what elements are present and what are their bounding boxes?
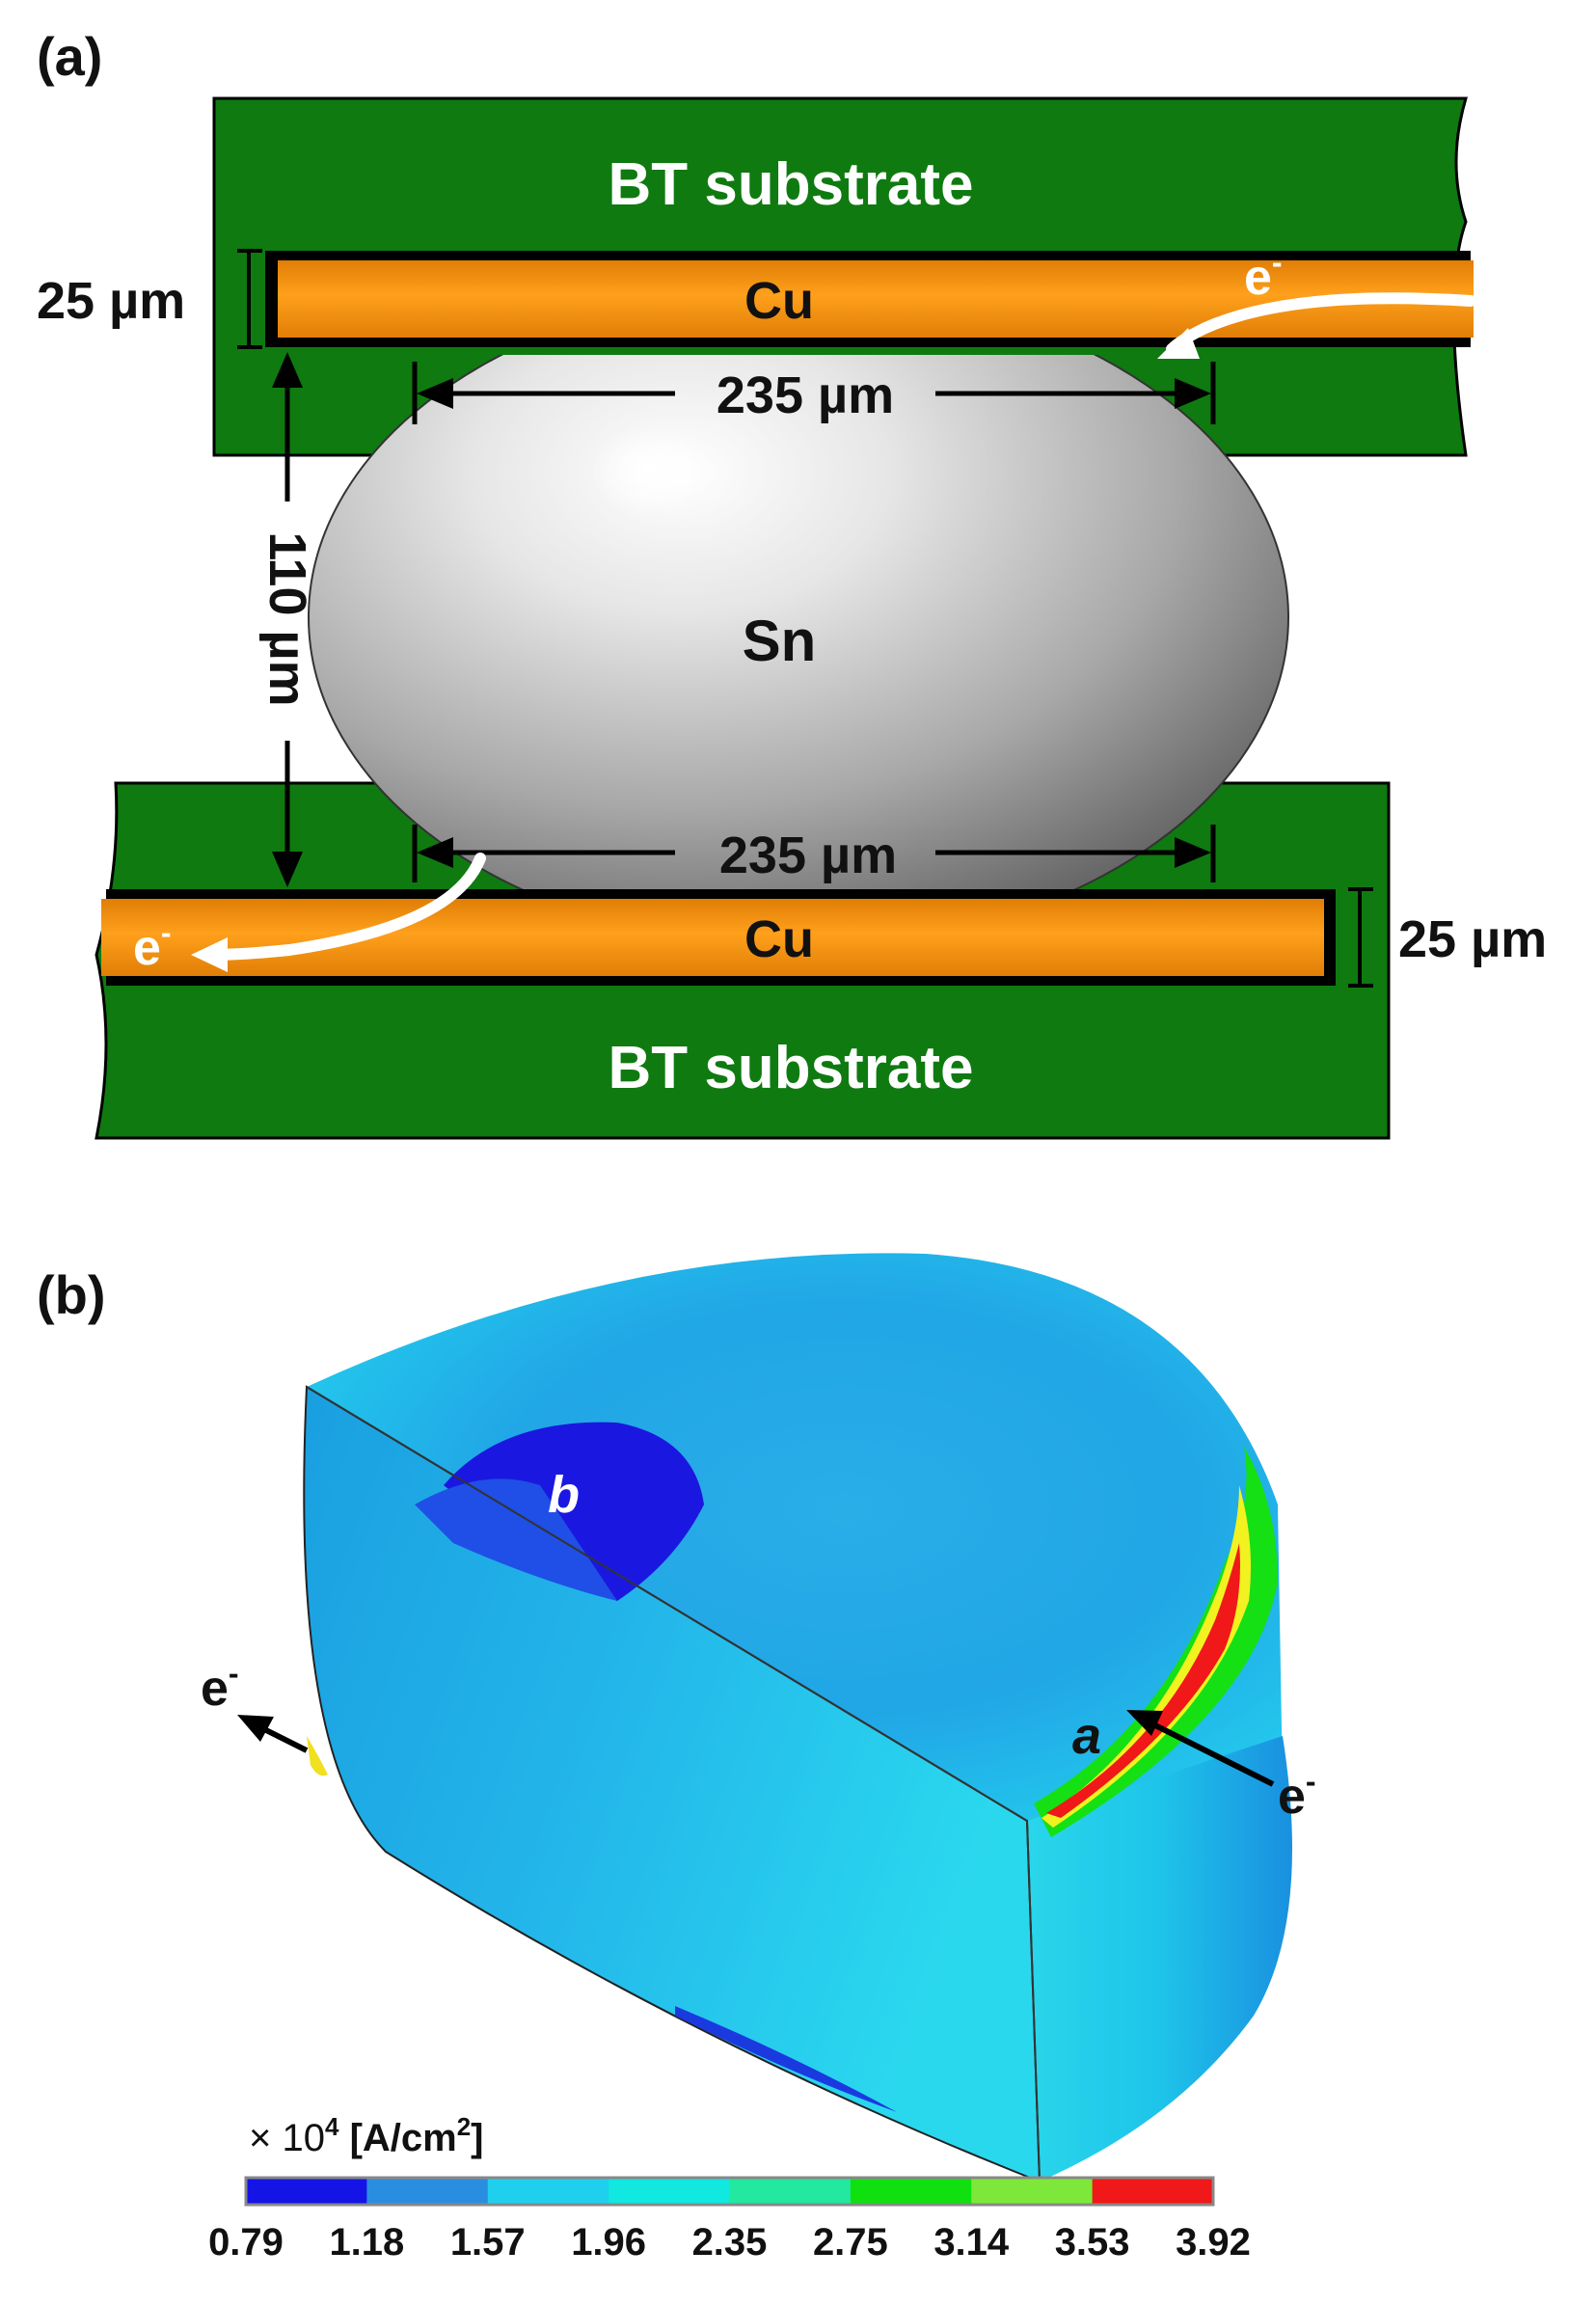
colorbar-segment xyxy=(609,2178,730,2205)
colorbar-segment xyxy=(246,2178,367,2205)
electron-label-top: e- xyxy=(1244,245,1283,306)
colorbar-tick-label: 3.53 xyxy=(1055,2221,1130,2264)
colorbar-segment xyxy=(1092,2178,1214,2205)
panel-a-label: (a) xyxy=(37,26,102,87)
colorbar-tick-label: 2.35 xyxy=(692,2221,768,2264)
colorbar-title: × 104 [A/cm2] xyxy=(249,2112,484,2159)
joint-height-label: 110 µm xyxy=(258,531,316,706)
top-pad-thickness-dimension xyxy=(237,249,262,349)
colorbar-tick-label: 0.79 xyxy=(208,2221,284,2264)
electron-flow-bottom-arrow xyxy=(191,853,486,972)
colorbar-segment xyxy=(487,2178,609,2205)
colorbar-segment xyxy=(971,2178,1094,2205)
electron-label-out: e- xyxy=(201,1656,239,1717)
top-opening-dimension xyxy=(412,362,1216,424)
colorbar-tick-label: 1.18 xyxy=(329,2221,404,2264)
top-substrate-label: BT substrate xyxy=(609,151,974,218)
bottom-cu-pad xyxy=(101,899,1324,976)
colorbar-segment xyxy=(366,2178,489,2205)
colorbar-segment xyxy=(850,2178,972,2205)
colorbar-segment xyxy=(729,2178,852,2205)
colorbar-tick-label: 1.57 xyxy=(450,2221,526,2264)
colorbar-tick-label: 3.92 xyxy=(1176,2221,1251,2264)
bottom-substrate-label: BT substrate xyxy=(609,1035,974,1101)
sn-label: Sn xyxy=(743,609,817,673)
colorbar-tick-label: 2.75 xyxy=(813,2221,888,2264)
electron-label-in: e- xyxy=(1278,1764,1316,1825)
sn-solder-ball xyxy=(308,355,1289,895)
current-density-model xyxy=(303,1253,1292,2183)
colorbar-tick-label: 1.96 xyxy=(571,2221,646,2264)
electron-in-arrow-b xyxy=(1126,1710,1275,1787)
bottom-pad-thickness-label: 25 µm xyxy=(1398,910,1547,968)
bottom-pad-thickness-dimension xyxy=(1348,887,1373,988)
top-cu-pad xyxy=(278,260,1474,338)
point-a-label: a xyxy=(1072,1707,1101,1765)
electron-out-arrow-b xyxy=(237,1715,309,1753)
colorbar xyxy=(244,2176,1215,2207)
bottom-opening-dimension xyxy=(412,825,1216,882)
bottom-opening-label: 235 µm xyxy=(719,827,897,884)
colorbar-tick-labels: 0.79 1.18 1.57 1.96 2.35 2.75 3.14 3.53 3.92 xyxy=(208,2221,1251,2264)
top-cu-label: Cu xyxy=(744,272,814,330)
electron-flow-top-arrow xyxy=(1157,292,1476,359)
top-pad-thickness-label: 25 µm xyxy=(37,272,185,330)
colorbar-frame xyxy=(244,2176,1215,2207)
bottom-cu-label: Cu xyxy=(744,910,814,968)
electron-label-bottom: e- xyxy=(133,915,172,976)
top-opening-label: 235 µm xyxy=(717,366,894,424)
point-b-label: b xyxy=(548,1466,580,1524)
joint-height-dimension xyxy=(272,352,303,887)
panel-b-label: (b) xyxy=(37,1264,106,1325)
colorbar-tick-label: 3.14 xyxy=(933,2221,1010,2264)
